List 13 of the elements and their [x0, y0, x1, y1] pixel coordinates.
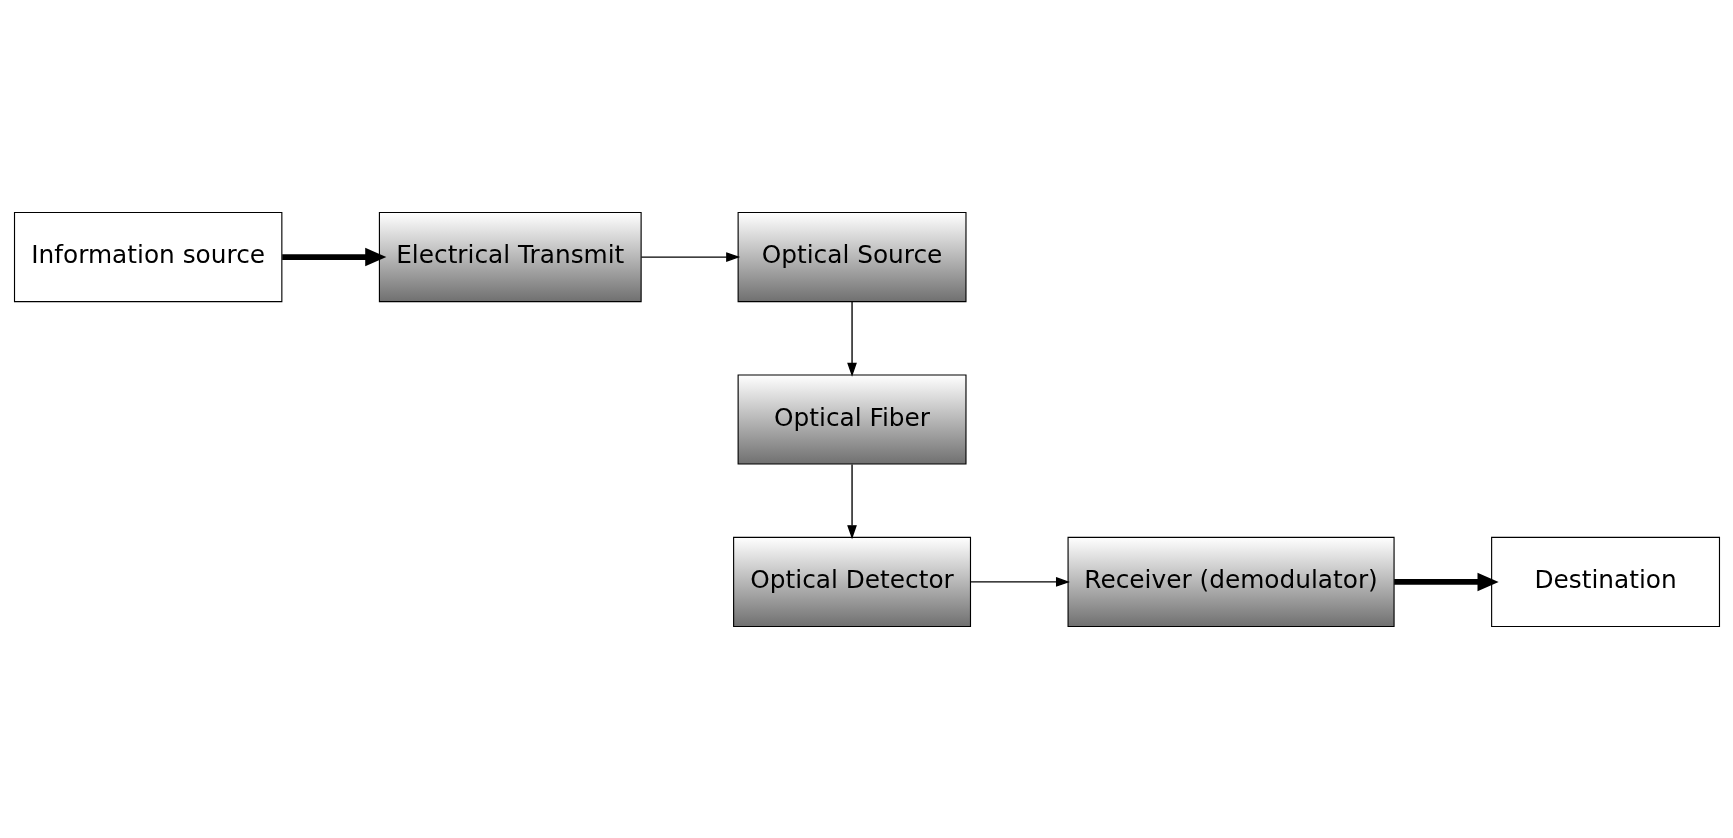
- node-box: Optical Detector: [732, 536, 971, 627]
- node-box: Electrical Transmit: [378, 211, 642, 302]
- node-box: Optical Source: [737, 211, 967, 302]
- node-box: Information source: [13, 211, 282, 302]
- node-box: Receiver (demodulator): [1067, 536, 1395, 627]
- node-box: Destination: [1490, 536, 1720, 627]
- arrow: [640, 251, 740, 262]
- arrow: [1393, 572, 1499, 591]
- arrow: [846, 463, 857, 539]
- arrow: [969, 576, 1070, 587]
- arrow: [281, 247, 386, 266]
- arrow: [846, 300, 857, 377]
- node-box: Optical Fiber: [737, 373, 967, 465]
